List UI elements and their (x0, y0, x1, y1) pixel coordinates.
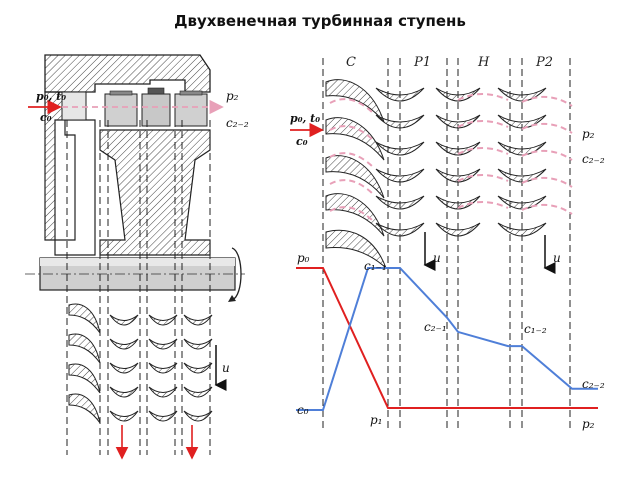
rotor-blade-2 (174, 93, 208, 127)
nozzle-blade (325, 155, 385, 199)
flow-streamline (329, 206, 373, 221)
left-u-label: u (222, 361, 230, 375)
velocity-line (296, 267, 598, 411)
casing-top (44, 54, 211, 93)
flow-streamline (521, 122, 573, 134)
flow-streamline (329, 125, 373, 140)
label-c1-2: c₁₋₂ (524, 322, 547, 336)
left-stage-boundaries (66, 120, 211, 455)
rotor-disk (99, 129, 211, 256)
nozzle-diaphragm (54, 119, 96, 256)
left-blade-profile (148, 386, 178, 398)
left-nozzle-blade (68, 363, 101, 394)
left-blade-profile (148, 410, 178, 422)
flow-streamline (457, 174, 509, 182)
right-inlet-velocity: c₀ (296, 135, 308, 148)
flow-streamline (457, 93, 509, 101)
left-blade-profile (183, 338, 213, 350)
rotor-blade (375, 87, 425, 102)
label-c1-1: c₁₋₁ (364, 259, 387, 273)
stage-label-p1: P1 (413, 55, 431, 70)
flow-streamline (521, 176, 573, 188)
left-blade-profile (109, 386, 139, 398)
left-blade-profile (183, 410, 213, 422)
rotor-blade (375, 195, 425, 210)
left-blade-profile (109, 338, 139, 350)
flow-streamline (521, 203, 573, 215)
nozzle-blade (325, 193, 385, 237)
stage-label-h: H (477, 55, 490, 70)
right-outlet-pressure: p₂ (582, 127, 595, 141)
rotor-blade (497, 87, 547, 102)
guide-blade (435, 87, 481, 102)
flow-streamline (329, 98, 373, 113)
left-outlet-velocity: c₂₋₂ (226, 116, 249, 130)
rotor-blade (375, 222, 425, 237)
stage-label-p2: P2 (535, 55, 553, 70)
left-inlet-label: p₀, t₀ (36, 90, 66, 103)
u-label-1: u (433, 251, 441, 265)
left-blade-profile (148, 338, 178, 350)
guide-blade (141, 93, 171, 127)
right-outlet-velocity: c₂₋₂ (582, 152, 605, 166)
rotation-arrow-icon (228, 295, 236, 302)
left-blade-profile (183, 386, 213, 398)
guide-blade (435, 222, 481, 237)
guide-blade (435, 168, 481, 183)
left-inlet-velocity: c₀ (40, 111, 52, 124)
flow-streamline (329, 152, 373, 167)
label-p1: p₁ (370, 413, 383, 427)
stage-label-c: C (346, 55, 356, 70)
label-c0: c₀ (297, 403, 309, 417)
flow-streamline (521, 149, 573, 161)
rotor-blade-1 (104, 93, 138, 127)
left-blade-profile (109, 314, 139, 326)
left-blade-profile (148, 314, 178, 326)
right-inlet-label: p₀, t₀ (290, 112, 320, 125)
left-blade-cascade (68, 303, 213, 424)
u-label-2: u (553, 251, 561, 265)
flow-streamline (457, 201, 509, 209)
turbine-cross-section: p₀, t₀ c₀ p₂ c₂₋₂ u (25, 54, 249, 460)
left-blade-profile (148, 362, 178, 374)
label-c2-1: c₂₋₁ (424, 320, 447, 334)
left-nozzle-blade (68, 393, 101, 424)
rotor-blade (497, 141, 547, 156)
right-blade-rows (325, 79, 573, 269)
rotor-blade (375, 141, 425, 156)
label-p0: p₀ (297, 251, 310, 265)
rotor-blade (497, 222, 547, 237)
guide-blade (435, 195, 481, 210)
label-p2: p₂ (582, 417, 595, 431)
flow-streamline (329, 179, 373, 194)
left-nozzle-blade (68, 333, 101, 364)
left-blade-profile (109, 410, 139, 422)
pressure-line (296, 267, 598, 409)
flow-streamline (521, 95, 573, 107)
label-c2-2: c₂₋₂ (582, 377, 605, 391)
left-nozzle-blade (68, 303, 101, 334)
rotor-blade (375, 168, 425, 183)
guide-blade (435, 114, 481, 129)
left-blade-profile (183, 314, 213, 326)
guide-blade (435, 141, 481, 156)
rotor-blade (375, 114, 425, 129)
left-outlet-label: p₂ (226, 89, 239, 103)
nozzle-blade (325, 117, 385, 161)
left-blade-profile (183, 362, 213, 374)
blade-cascade-diagram: C P1 H P2 p₀, t₀ c₀ p₂ c₂₋₂ u u p₀ c₀ c₁… (290, 55, 605, 432)
flow-streamline (457, 120, 509, 128)
left-blade-profile (109, 362, 139, 374)
nozzle-block (61, 91, 87, 121)
right-stage-boundaries (322, 58, 571, 432)
flow-streamline (457, 147, 509, 155)
rotor-blade (497, 195, 547, 210)
page-title: Двухвенечная турбинная ступень (174, 12, 466, 30)
